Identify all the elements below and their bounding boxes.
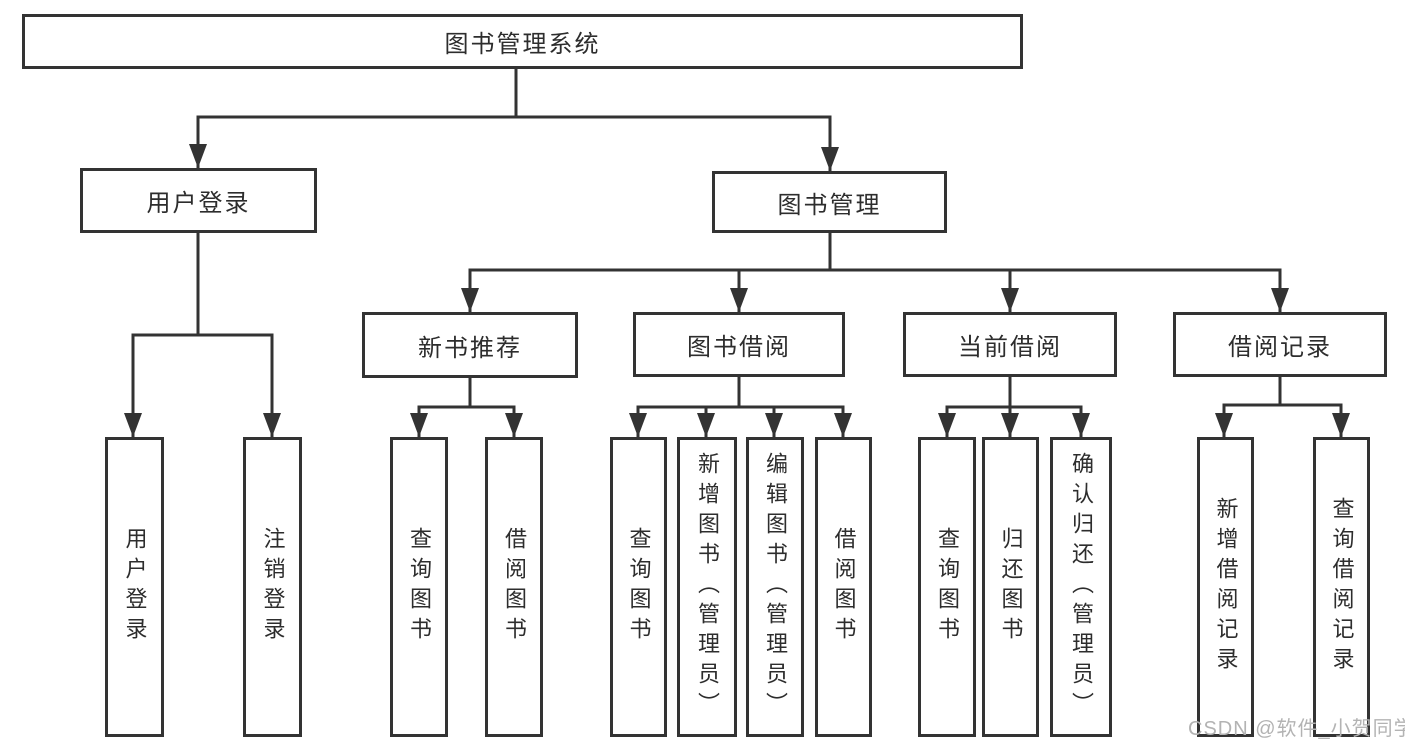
arrowhead — [697, 413, 715, 437]
node-current-borrowing: 当前借阅 — [903, 312, 1117, 377]
leaf-query-borrow-record: 查询借阅记录 — [1313, 437, 1370, 737]
leaf-return-book: 归还图书 — [982, 437, 1039, 737]
node-current-borrowing-label: 当前借阅 — [958, 334, 1062, 361]
leaf-logout: 注销登录 — [243, 437, 302, 737]
arrowhead — [765, 413, 783, 437]
leaf-borrow-books-borrowing: 借阅图书 — [815, 437, 872, 737]
arrowhead — [410, 413, 428, 437]
arrowhead — [1271, 288, 1289, 312]
leaf-add-book-admin: 新增图书（管理员） — [677, 437, 737, 737]
leaf-label: 查询图书 — [407, 527, 432, 647]
arrowhead — [1001, 413, 1019, 437]
leaf-label: 注销登录 — [260, 527, 286, 647]
leaf-label: 新增借阅记录 — [1213, 497, 1239, 677]
arrowhead — [124, 413, 142, 437]
arrowhead — [1001, 288, 1019, 312]
arrowhead — [1215, 413, 1233, 437]
node-new-book-recommend: 新书推荐 — [362, 312, 578, 378]
leaf-query-books-borrowing: 查询图书 — [610, 437, 667, 737]
node-root-label: 图书管理系统 — [444, 31, 601, 58]
arrowhead — [1332, 413, 1350, 437]
leaf-add-borrow-record: 新增借阅记录 — [1197, 437, 1254, 737]
leaf-label: 归还图书 — [998, 527, 1024, 647]
arrowhead — [629, 413, 647, 437]
leaf-label: 查询借阅记录 — [1329, 497, 1355, 677]
arrowhead — [1072, 413, 1090, 437]
arrowhead — [938, 413, 956, 437]
node-user-login: 用户登录 — [80, 168, 317, 233]
connector-module1-tee — [417, 405, 516, 437]
leaf-label: 借阅图书 — [502, 527, 527, 647]
node-book-borrowing: 图书借阅 — [633, 312, 845, 377]
node-new-book-recommend-label: 新书推荐 — [418, 334, 522, 362]
node-book-management: 图书管理 — [712, 171, 947, 233]
connector-root-tee — [196, 115, 832, 171]
leaf-edit-book-admin: 编辑图书（管理员） — [746, 437, 804, 737]
arrowhead — [505, 413, 523, 437]
leaf-confirm-return-admin: 确认归还（管理员） — [1050, 437, 1112, 737]
node-book-management-label: 图书管理 — [777, 191, 882, 219]
connector-module3-tee — [945, 405, 1083, 437]
arrowhead — [821, 147, 839, 171]
node-root-library-system: 图书管理系统 — [22, 14, 1023, 69]
connector-module2-tee — [636, 405, 845, 437]
csdn-watermark: CSDN @软件_小贺同学 — [1188, 718, 1405, 740]
leaf-label: 确认归还（管理员） — [1069, 452, 1094, 722]
arrowhead — [189, 144, 207, 168]
arrowhead — [461, 288, 479, 312]
connector-bookmgmt-tee — [468, 268, 1282, 312]
leaf-label: 借阅图书 — [831, 527, 857, 647]
leaf-label: 查询图书 — [626, 527, 652, 647]
node-book-borrowing-label: 图书借阅 — [687, 334, 791, 361]
leaf-user-login: 用户登录 — [105, 437, 164, 737]
arrowhead — [730, 288, 748, 312]
leaf-query-books-recommend: 查询图书 — [390, 437, 448, 737]
leaf-query-books-current: 查询图书 — [918, 437, 976, 737]
connector-module4-tee — [1222, 403, 1343, 437]
node-borrow-records: 借阅记录 — [1173, 312, 1387, 377]
arrowhead — [263, 413, 281, 437]
leaf-label: 用户登录 — [122, 527, 148, 647]
node-user-login-label: 用户登录 — [146, 190, 251, 217]
connector-userlogin-tee — [131, 333, 274, 437]
leaf-label: 编辑图书（管理员） — [763, 452, 788, 722]
leaf-label: 新增图书（管理员） — [695, 452, 720, 722]
leaf-label: 查询图书 — [935, 527, 960, 647]
arrowhead — [834, 413, 852, 437]
node-borrow-records-label: 借阅记录 — [1228, 334, 1332, 361]
leaf-borrow-books-recommend: 借阅图书 — [485, 437, 543, 737]
